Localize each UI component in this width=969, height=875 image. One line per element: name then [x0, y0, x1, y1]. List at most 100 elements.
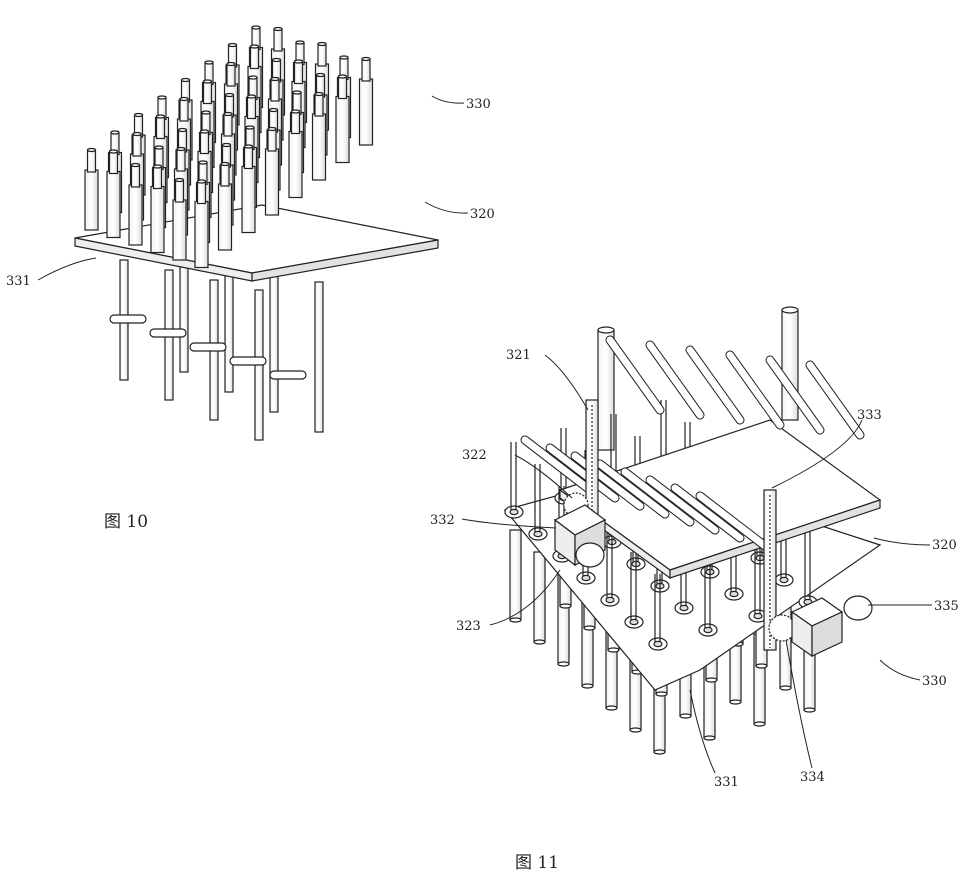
fig11-lower-pin-end — [804, 708, 815, 712]
fig10-pin-top — [154, 165, 162, 168]
motor-323 — [576, 543, 604, 567]
fig10-pin-top — [202, 111, 210, 114]
fig10-pin-top — [295, 60, 303, 63]
motor-335 — [844, 596, 872, 620]
fig10-pin-top — [135, 114, 143, 117]
fig10-pin-top — [252, 26, 260, 29]
fig11-lower-pin-end — [584, 626, 595, 630]
fig10-pin-tip — [274, 29, 282, 51]
fig11-ring-core — [780, 577, 788, 582]
fig10-pin-sleeve — [360, 79, 373, 145]
fig10-label-320: 320 — [470, 207, 495, 222]
fig11-label-331: 331 — [714, 775, 739, 790]
fig10-pin-top — [246, 126, 254, 129]
fig10-pin-top — [293, 91, 301, 94]
fig10-pin-top — [226, 94, 234, 97]
fig11-lower-pin — [510, 530, 521, 620]
fig10-pin-top — [339, 75, 347, 78]
fig10-pin-top — [111, 131, 119, 134]
fig10-pin-top — [273, 59, 281, 62]
fig11-ring-core — [582, 575, 590, 580]
fig10-pin-top — [315, 93, 323, 96]
fig10-guide-rod — [225, 262, 233, 392]
fig10-pin-sleeve — [266, 149, 279, 215]
fig10-guide-rod — [180, 252, 188, 372]
fig10-pin-tip — [88, 150, 96, 172]
fig10-pin-top — [274, 28, 282, 31]
fig10-pin-top — [198, 180, 206, 183]
fig11-lower-pin-end — [558, 662, 569, 666]
fig10-pin-top — [292, 110, 300, 113]
fig10-pin-top — [224, 113, 232, 116]
fig10-pin-tip — [315, 94, 323, 116]
fig10-pin-sleeve — [313, 114, 326, 180]
fig10-pin-tip — [251, 47, 259, 69]
fig11-lower-pin-end — [754, 722, 765, 726]
fig10-pin-top — [362, 58, 370, 61]
fig10-pin-tip — [271, 79, 279, 101]
fig11-lower-pin-end — [608, 648, 619, 652]
fig10-pin-top — [205, 61, 213, 64]
fig11-ring-core — [754, 613, 762, 618]
fig10-pin-tip — [339, 77, 347, 99]
fig10-label-330: 330 — [466, 97, 491, 112]
fig10-pin-top — [318, 43, 326, 46]
fig10-slat — [270, 371, 306, 379]
fig11-lower-pin-end — [656, 692, 667, 696]
fig10-pin-tip — [110, 152, 118, 174]
fig10-pin-tip — [245, 147, 253, 169]
fig11-ring-core — [704, 627, 712, 632]
fig11-lower-pin-end — [534, 640, 545, 644]
fig10-pin-sleeve — [107, 172, 120, 238]
fig10-pin-sleeve — [336, 97, 349, 163]
fig11-label-330: 330 — [922, 674, 947, 689]
fig10-pin-top — [182, 79, 190, 82]
fig10-pin-top — [268, 128, 276, 131]
fig10-pin-top — [132, 164, 140, 167]
fig10-pin-sleeve — [195, 202, 208, 268]
fig10-pin-tip — [132, 165, 140, 187]
fig10-pin-top — [296, 41, 304, 44]
fig10-pin-tip — [221, 164, 229, 186]
fig10-pin-sleeve — [151, 187, 164, 253]
fig10-pin-tip — [154, 167, 162, 189]
fig10-pin-top — [227, 63, 235, 66]
fig11-ring-core — [654, 641, 662, 646]
fig10-pin-tip — [224, 114, 232, 136]
fig10-pin-sleeve — [173, 200, 186, 260]
fig11-label-320: 320 — [932, 538, 957, 553]
fig10-pin-tip — [362, 59, 370, 81]
fig10-pin-sleeve — [242, 167, 255, 233]
fig10-pin-tip — [227, 64, 235, 86]
fig10-pin-top — [204, 80, 212, 83]
fig11-label-335: 335 — [934, 599, 959, 614]
fig10-pin-top — [157, 115, 165, 118]
fig10-pin-top — [223, 144, 231, 147]
fig10-pin-sleeve — [85, 170, 98, 230]
fig10-guide-rod — [270, 272, 278, 412]
fig11-lower-pin-end — [780, 686, 791, 690]
fig11-lower-pin-end — [560, 604, 571, 608]
fig10-slat — [150, 329, 186, 337]
fig10-pin-tip — [176, 180, 184, 202]
fig10-pin-tip — [268, 129, 276, 151]
figure-11-caption: 图 11 — [515, 848, 559, 873]
fig10-pin-top — [177, 148, 185, 151]
fig11-lower-pin-end — [630, 728, 641, 732]
fig11-label-334: 334 — [800, 770, 825, 785]
fig11-ring-core — [606, 597, 614, 602]
fig10-pin-top — [221, 163, 229, 166]
fig10-pin-sleeve — [129, 185, 142, 245]
fig11-lower-pin-end — [706, 678, 717, 682]
fig11-lower-pin-end — [582, 684, 593, 688]
gear-334 — [769, 615, 795, 641]
fig10-pin-top — [251, 45, 259, 48]
fig10-pin-top — [158, 96, 166, 99]
fig10-pin-tip — [201, 132, 209, 154]
fig10-pin-top — [317, 74, 325, 77]
fig11-label-321: 321 — [506, 348, 531, 363]
fig10-pin-tip — [295, 62, 303, 84]
fig10-pin-sleeve — [289, 132, 302, 198]
fig10-pin-top — [133, 133, 141, 136]
fig10-guide-rod — [315, 282, 323, 432]
